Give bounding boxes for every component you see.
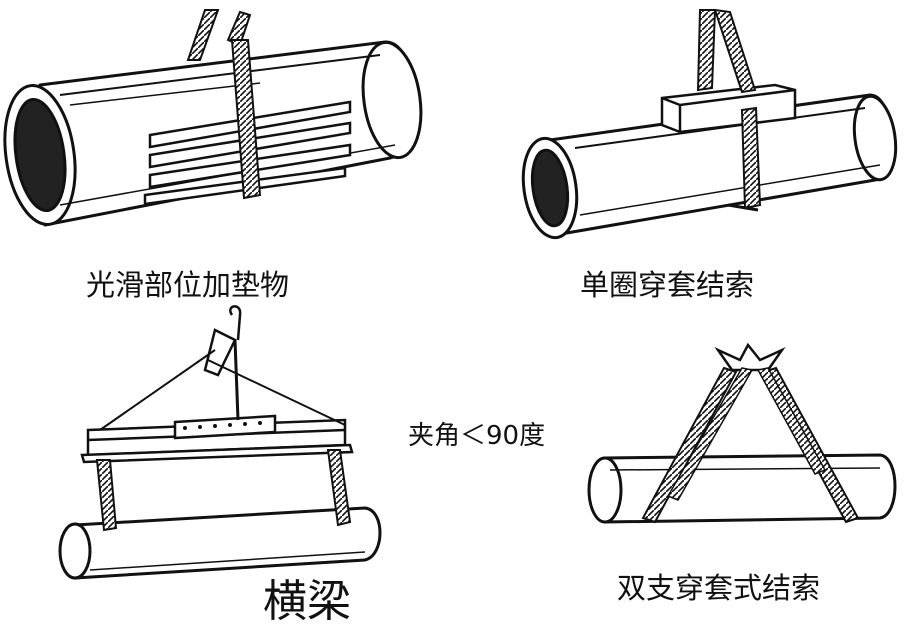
- crane-hook: [714, 342, 786, 372]
- spreader-beam: [80, 414, 354, 464]
- sling-rope-right: [326, 449, 352, 527]
- caption-smooth-pad: 光滑部位加垫物: [86, 268, 290, 302]
- pipe-end: [587, 456, 623, 524]
- sling-rope-left: [95, 459, 118, 532]
- rope-loop: [696, 8, 762, 212]
- caption-beam: 横梁: [263, 576, 351, 627]
- padded-pipe-illustration: [3, 9, 423, 227]
- caption-single-loop: 单圈穿套结索: [580, 268, 755, 302]
- single-loop-pipe-illustration: [521, 8, 898, 240]
- caption-double-loop: 双支穿套式结索: [617, 571, 821, 605]
- beam-lifting-illustration: [58, 305, 382, 580]
- sling-line: [207, 359, 346, 426]
- sling-leg-left: [641, 366, 738, 524]
- double-loop-pipe-illustration: [587, 342, 897, 524]
- wood-block: [660, 83, 797, 134]
- sling-line: [99, 349, 216, 431]
- beam-bolt-holes: [183, 421, 262, 430]
- crane-hook: [203, 305, 242, 421]
- rope-loop: [186, 9, 262, 200]
- caption-angle-note: 夹角＜90度: [408, 421, 546, 451]
- pipe-end: [58, 522, 92, 580]
